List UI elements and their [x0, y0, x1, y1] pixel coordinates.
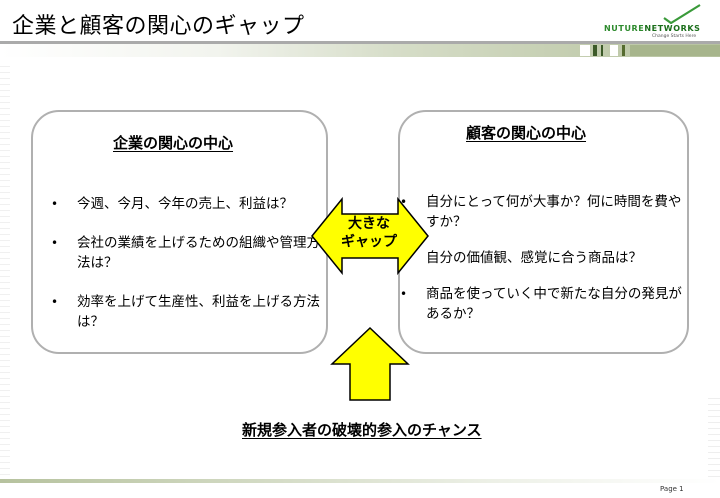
logo-wordmark-a: NUTURE [604, 24, 645, 33]
logo-wordmark-b: NETWORKS [644, 24, 701, 33]
bullet: • [400, 195, 408, 209]
bullet: • [51, 295, 59, 309]
gap-label: 大きな ギャップ [318, 215, 420, 251]
list-item-text: 今週、今月、今年の売上、利益は？ [77, 196, 293, 212]
company-concerns-list: • 今週、今月、今年の売上、利益は？ • 会社の業績を上げるための組織や管理方法は？… [47, 194, 327, 351]
bullet: • [400, 287, 408, 301]
list-item: • 効率を上げて生産性、利益を上げる方法は？ [47, 292, 327, 332]
list-item-text: 自分の価値観、感覚に合う商品は？ [426, 250, 642, 266]
list-item: • 商品を使っていく中で新たな自分の発見があるか？ [396, 284, 682, 324]
customer-concerns-list: •自分にとって何が大事か？何に時間を費やすか？ •自分の価値観、感覚に合う商品は… [396, 192, 682, 340]
list-item-text: 商品を使っていく中で新たな自分の発見があるか？ [426, 286, 682, 322]
list-item-text: 効率を上げて生産性、利益を上げる方法は？ [77, 294, 320, 330]
double-arrow-icon [311, 196, 429, 276]
logo-wordmark: NUTURENETWORKS [604, 24, 701, 33]
left-ruler-decoration [0, 66, 10, 476]
up-arrow-icon [330, 326, 410, 401]
company-logo: NUTURENETWORKS Change Starts Here [604, 4, 714, 40]
header-bar-accents [580, 45, 720, 56]
header-gradient-bar [0, 44, 720, 57]
company-concerns-title: 企業の関心の中心 [113, 134, 234, 152]
list-item: • 自分にとって何が大事か？何に時間を費やすか？ [396, 192, 682, 232]
gap-label-line2: ギャップ [341, 234, 397, 250]
list-item: • 会社の業績を上げるための組織や管理方法は？ [47, 233, 327, 273]
gap-label-line1: 大きな [348, 216, 390, 232]
footer-gradient-bar [0, 479, 720, 483]
company-concerns-box: 企業の関心の中心 • 今週、今月、今年の売上、利益は？ • 会社の業績を上げるための… [31, 110, 328, 354]
opportunity-caption: 新規参入者の破壊的参入のチャンス [242, 421, 482, 439]
customer-concerns-box: 顧客の関心の中心 •自分にとって何が大事か？何に時間を費やすか？ •自分の価値観… [398, 110, 689, 354]
list-item-text: 自分にとって何が大事か？何に時間を費やすか？ [426, 194, 682, 230]
list-item: • 今週、今月、今年の売上、利益は？ [47, 194, 327, 214]
list-item-text: 会社の業績を上げるための組織や管理方法は？ [77, 235, 320, 271]
check-mark-icon [663, 4, 701, 24]
right-ruler-decoration [708, 398, 720, 478]
header-divider [0, 41, 720, 44]
list-item: •自分の価値観、感覚に合う商品は？ [396, 248, 682, 268]
bullet: • [51, 236, 59, 250]
page-number: Page 1 [660, 485, 684, 493]
logo-tagline: Change Starts Here [652, 34, 697, 39]
bullet: • [51, 197, 59, 211]
slide-title: 企業と顧客の関心のギャップ [12, 14, 305, 39]
customer-concerns-title: 顧客の関心の中心 [466, 124, 587, 142]
